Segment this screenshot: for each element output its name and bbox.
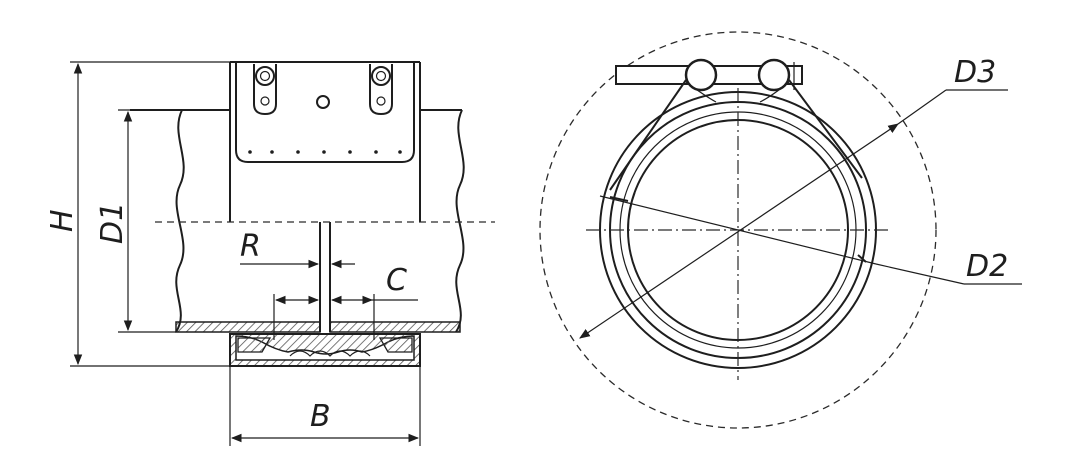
center-screw-hole: [316, 95, 330, 109]
seal-lip-right: [378, 337, 413, 353]
bolt-lug-left: [253, 64, 277, 116]
label-d1: D1: [95, 202, 130, 244]
clamp-strap-left: [609, 79, 687, 191]
dim-d3-leader: [897, 89, 947, 125]
side-view: H D1 R C B: [45, 61, 495, 446]
pipe-wall-right: [329, 321, 461, 333]
label-b: B: [310, 399, 331, 434]
dim-d3-line: [579, 123, 899, 339]
clamp-band-right: [759, 81, 790, 103]
label-r: R: [240, 229, 261, 264]
seal-lip-left: [237, 337, 272, 353]
clamp-rivet-dots: [248, 150, 402, 154]
label-d3: D3: [954, 55, 996, 90]
clamp-plate: [235, 62, 415, 163]
pipe-left-break-line: [175, 109, 185, 333]
pipe-wall-left: [175, 321, 321, 333]
label-h: H: [45, 209, 80, 232]
bolt-lug-right: [369, 64, 393, 116]
clamp-band-left: [685, 81, 717, 103]
outer-clearance-circle: [539, 31, 937, 429]
pipe-right-break-line: [455, 109, 465, 333]
seal-waves: [289, 350, 371, 357]
label-c: C: [386, 263, 407, 298]
clamp-bolt-right: [757, 58, 791, 92]
dim-d2-line: [599, 195, 877, 265]
end-view: D3 D2: [539, 31, 1022, 429]
clamp-bolt-left: [684, 58, 718, 92]
label-d2: D2: [966, 249, 1008, 284]
dim-d2-leader: [875, 263, 965, 285]
